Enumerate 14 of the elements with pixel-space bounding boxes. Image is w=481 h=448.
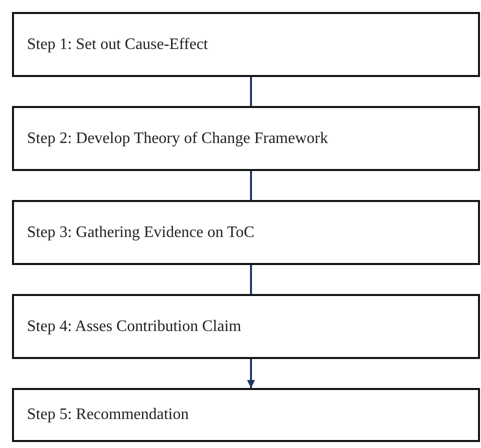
connector-line — [250, 171, 252, 200]
step-label: Step 5: Recommendation — [27, 406, 189, 424]
process-box — [12, 294, 480, 359]
step-label: Step 3: Gathering Evidence on ToC — [27, 224, 254, 242]
step-label: Step 1: Set out Cause-Effect — [27, 36, 208, 54]
process-box — [12, 200, 480, 265]
process-box — [12, 12, 480, 77]
arrow — [247, 359, 255, 388]
step-label: Step 4: Asses Contribution Claim — [27, 318, 242, 336]
connector-line — [250, 77, 252, 106]
connector-line — [250, 265, 252, 294]
process-box — [12, 106, 480, 171]
process-box — [12, 388, 480, 442]
step-label: Step 2: Develop Theory of Change Framework — [27, 130, 328, 148]
